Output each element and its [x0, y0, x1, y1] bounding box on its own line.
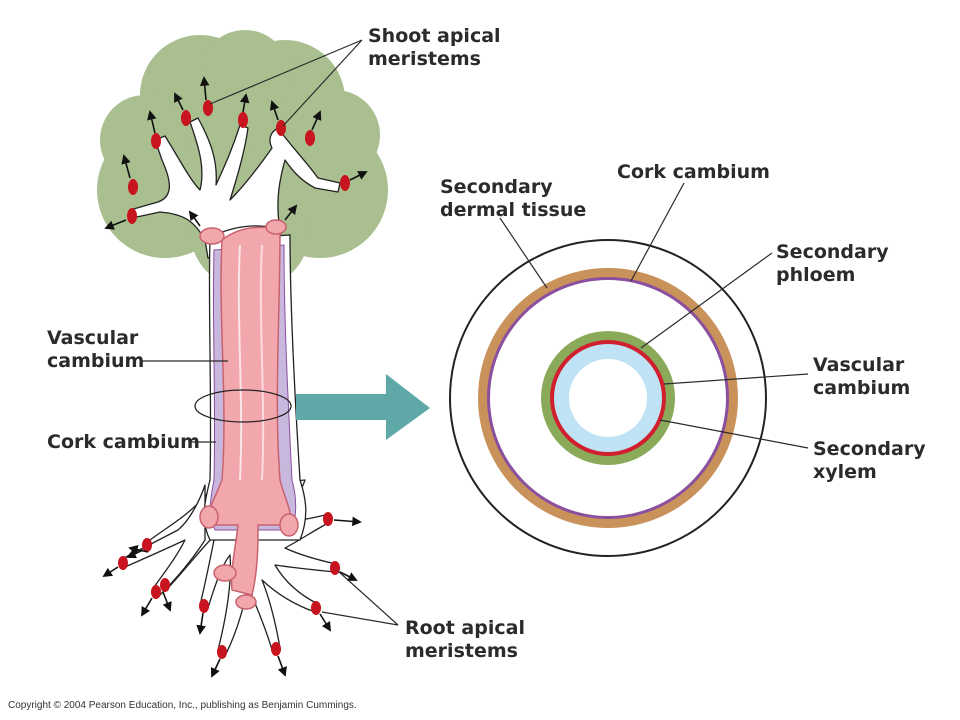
label-vascular-cambium-right-line1: Vascular: [813, 354, 905, 376]
growth-arrow: [349, 171, 368, 181]
growth-arrow: [102, 566, 119, 578]
root-tip: [271, 642, 281, 656]
growth-arrow: [147, 110, 157, 134]
label-secondary-dermal-tissue-line1: Secondary: [440, 176, 553, 198]
growth-arrow: [141, 597, 153, 617]
tree-trunk: [199, 219, 307, 610]
root-growth-arrows: [102, 516, 362, 678]
growth-arrow: [210, 658, 221, 678]
cut-root-end: [279, 513, 299, 537]
growth-arrow: [196, 612, 206, 635]
section-arrow: [296, 374, 430, 440]
copyright-notice: Copyright © 2004 Pearson Education, Inc.…: [8, 700, 357, 711]
pith-center: [569, 359, 647, 437]
growth-arrow: [269, 100, 279, 121]
root-tip: [118, 556, 128, 570]
growth-arrow: [199, 76, 210, 101]
label-secondary-xylem-line1: Secondary: [813, 438, 926, 460]
growth-arrow: [277, 655, 287, 677]
cut-root-end: [213, 564, 237, 582]
root-tip: [311, 601, 321, 615]
growth-arrow: [128, 544, 149, 555]
root-tip: [160, 578, 170, 592]
label-secondary-dermal-tissue-line2: dermal tissue: [440, 199, 586, 221]
label-cork-cambium-right: Cork cambium: [617, 161, 770, 183]
root-tip: [151, 585, 161, 599]
label-secondary-phloem-line2: phloem: [776, 264, 855, 286]
root-tip: [330, 561, 340, 575]
root-tip: [142, 538, 152, 552]
growth-arrow: [104, 219, 127, 230]
growth-arrow: [284, 204, 298, 221]
shoot-tip: [340, 175, 350, 191]
shoot-tip: [151, 133, 161, 149]
shoot-tip: [203, 100, 213, 116]
growth-arrow: [319, 613, 332, 632]
root-tip: [323, 512, 333, 526]
labels: Shoot apical meristems Vascular cambium …: [8, 25, 926, 711]
shoot-meristem-tips: [127, 100, 350, 224]
label-secondary-phloem-line1: Secondary: [776, 241, 889, 263]
label-shoot-apical-meristems-line2: meristems: [368, 48, 481, 70]
leader-lines: [140, 39, 809, 626]
cut-branch-end: [199, 227, 225, 245]
root-tip: [199, 599, 209, 613]
growth-arrow: [339, 571, 358, 581]
shoot-tip: [305, 130, 315, 146]
growth-arrow: [174, 92, 184, 111]
cut-root-end: [199, 505, 219, 529]
shoot-tip: [127, 208, 137, 224]
shoot-growth-arrows: [104, 76, 368, 230]
shoot-tip: [181, 110, 191, 126]
label-root-apical-meristems-line2: meristems: [405, 640, 518, 662]
shoot-tip: [276, 120, 286, 136]
growth-arrow: [333, 516, 362, 527]
label-root-apical-meristems-line1: Root apical: [405, 617, 525, 639]
label-vascular-cambium-right-line2: cambium: [813, 377, 910, 399]
section-marker-ellipse: [194, 389, 292, 423]
cut-root-end: [235, 594, 257, 610]
root-meristem-tips: [118, 512, 340, 659]
shoot-tip: [128, 179, 138, 195]
growth-arrow: [188, 210, 201, 227]
growth-arrow: [162, 591, 172, 612]
shoot-tip: [238, 112, 248, 128]
label-shoot-apical-meristems-line1: Shoot apical: [368, 25, 501, 47]
root-tip: [217, 645, 227, 659]
cut-branch-end: [265, 219, 287, 235]
growth-arrow: [311, 110, 322, 131]
label-vascular-cambium-left-line1: Vascular: [47, 327, 139, 349]
label-vascular-cambium-left-line2: cambium: [47, 350, 144, 372]
cross-section: [449, 239, 767, 557]
growth-arrow: [239, 93, 250, 113]
growth-arrow: [121, 154, 131, 179]
label-secondary-xylem-line2: xylem: [813, 461, 877, 483]
label-cork-cambium-left: Cork cambium: [47, 431, 200, 453]
